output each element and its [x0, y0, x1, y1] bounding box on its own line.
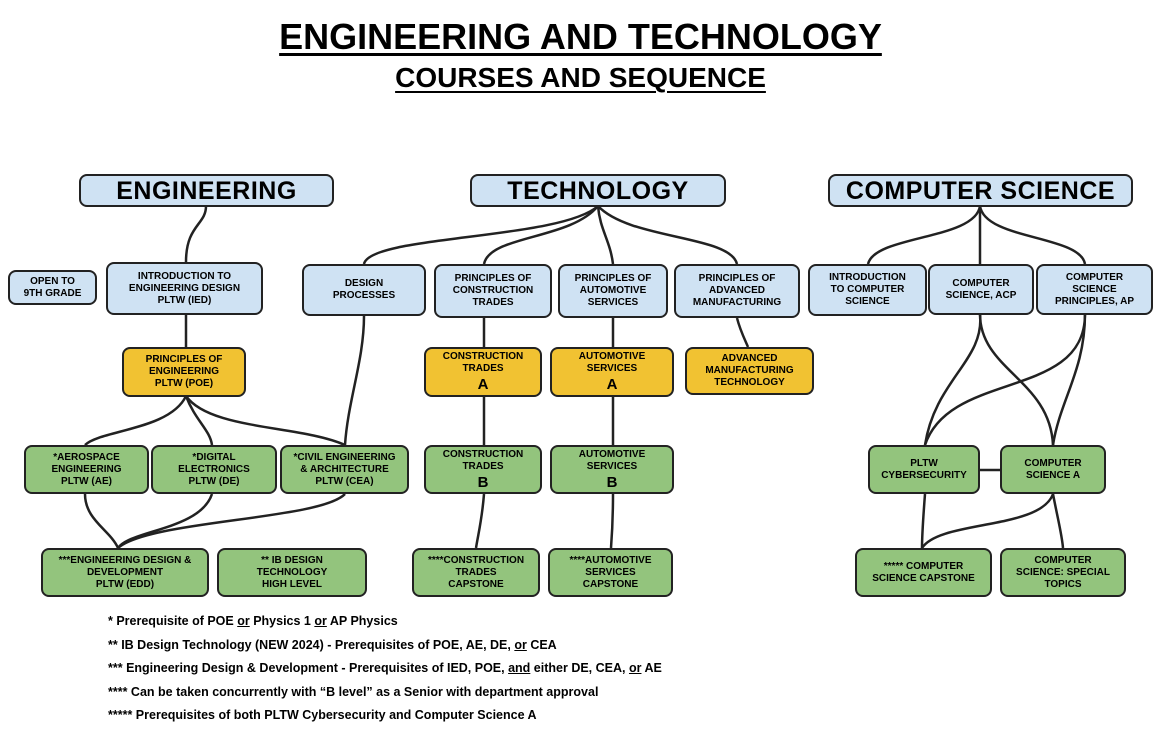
connector-eng-ied [184, 205, 208, 263]
node-intro-computer-science: INTRODUCTION TO COMPUTER SCIENCE [808, 264, 927, 316]
connector-cyber-cscap [920, 493, 927, 549]
footnote-4: **** Can be taken concurrently with “B l… [108, 684, 599, 699]
node-computer-science-acp: COMPUTER SCIENCE, ACP [928, 264, 1034, 315]
connector-csp-cyber [923, 313, 1087, 446]
node-principles-construction: PRINCIPLES OF CONSTRUCTION TRADES [434, 264, 552, 318]
footnote-2: ** IB Design Technology (NEW 2024) - Pre… [108, 637, 557, 652]
connector-cea-edd [117, 493, 346, 549]
connector-csa-special [1051, 493, 1065, 549]
node-computer-science-a: COMPUTER SCIENCE A [1000, 445, 1106, 494]
node-automotive-services-a: AUTOMOTIVE SERVICES A [550, 347, 674, 397]
header-technology: TECHNOLOGY [470, 174, 726, 207]
connector-dp-cea [343, 315, 366, 446]
page-subtitle: COURSES AND SEQUENCE [395, 62, 766, 93]
node-automotive-services-b: AUTOMOTIVE SERVICES B [550, 445, 674, 494]
node-principles-manufacturing: PRINCIPLES OF ADVANCED MANUFACTURING [674, 264, 800, 318]
node-computer-science-capstone: ***** COMPUTER SCIENCE CAPSTONE [855, 548, 992, 597]
node-principles-of-engineering: PRINCIPLES OF ENGINEERING PLTW (POE) [122, 347, 246, 397]
node-civil-engineering-architecture: *CIVIL ENGINEERING & ARCHITECTURE PLTW (… [280, 445, 409, 494]
footnote-3: *** Engineering Design & Development - P… [108, 661, 662, 675]
connector-cs-intro [866, 205, 982, 265]
node-automotive-services-capstone: ****AUTOMOTIVE SERVICES CAPSTONE [548, 548, 673, 597]
connector-tech-dp [362, 205, 599, 265]
node-pltw-cybersecurity: PLTW CYBERSECURITY [868, 445, 980, 494]
node-cs-principles-ap: COMPUTER SCIENCE PRINCIPLES, AP [1036, 264, 1153, 315]
connector-ctb-ctcap [474, 493, 486, 549]
connector-poe-cea [184, 395, 346, 447]
connector-acp-cyber [923, 313, 982, 446]
header-engineering: ENGINEERING [79, 174, 334, 207]
footnote-5: ***** Prerequisites of both PLTW Cyberse… [108, 708, 537, 722]
node-engineering-design-development: ***ENGINEERING DESIGN & DEVELOPMENT PLTW… [41, 548, 209, 597]
connector-poam-amt [735, 317, 750, 348]
connector-acp-csa [978, 313, 1055, 446]
header-computer-science: COMPUTER SCIENCE [828, 174, 1133, 207]
connector-csp-csa [1051, 313, 1087, 446]
node-ib-design-technology: ** IB DESIGN TECHNOLOGY HIGH LEVEL [217, 548, 367, 597]
node-open-9th-grade: OPEN TO 9TH GRADE [8, 270, 97, 305]
page-title: ENGINEERING AND TECHNOLOGY [279, 16, 882, 57]
connector-tech-poct [482, 205, 599, 265]
node-cs-special-topics: COMPUTER SCIENCE: SPECIAL TOPICS [1000, 548, 1126, 597]
node-advanced-manufacturing-tech: ADVANCED MANUFACTURING TECHNOLOGY [685, 347, 814, 395]
connector-tech-poas [596, 205, 615, 265]
node-construction-trades-a: CONSTRUCTION TRADES A [424, 347, 542, 397]
connector-ae-edd [83, 493, 120, 549]
connector-cs-csp [978, 205, 1087, 265]
node-aerospace-engineering: *AEROSPACE ENGINEERING PLTW (AE) [24, 445, 149, 494]
node-intro-engineering-design: INTRODUCTION TO ENGINEERING DESIGN PLTW … [106, 262, 263, 315]
footnotes: * Prerequisite of POE or Physics 1 or AP… [108, 612, 662, 730]
connector-poe-de [184, 395, 214, 446]
connector-de-edd [116, 493, 214, 549]
node-construction-trades-capstone: ****CONSTRUCTION TRADES CAPSTONE [412, 548, 540, 597]
connector-asb-ascap [609, 493, 615, 549]
connector-poe-ae [84, 395, 188, 446]
connector-tech-poam [597, 205, 739, 265]
connector-csa-cscap [920, 493, 1055, 549]
node-construction-trades-b: CONSTRUCTION TRADES B [424, 445, 542, 494]
node-design-processes: DESIGN PROCESSES [302, 264, 426, 316]
node-digital-electronics: *DIGITAL ELECTRONICS PLTW (DE) [151, 445, 277, 494]
node-principles-automotive: PRINCIPLES OF AUTOMOTIVE SERVICES [558, 264, 668, 318]
footnote-1: * Prerequisite of POE or Physics 1 or AP… [108, 614, 398, 628]
